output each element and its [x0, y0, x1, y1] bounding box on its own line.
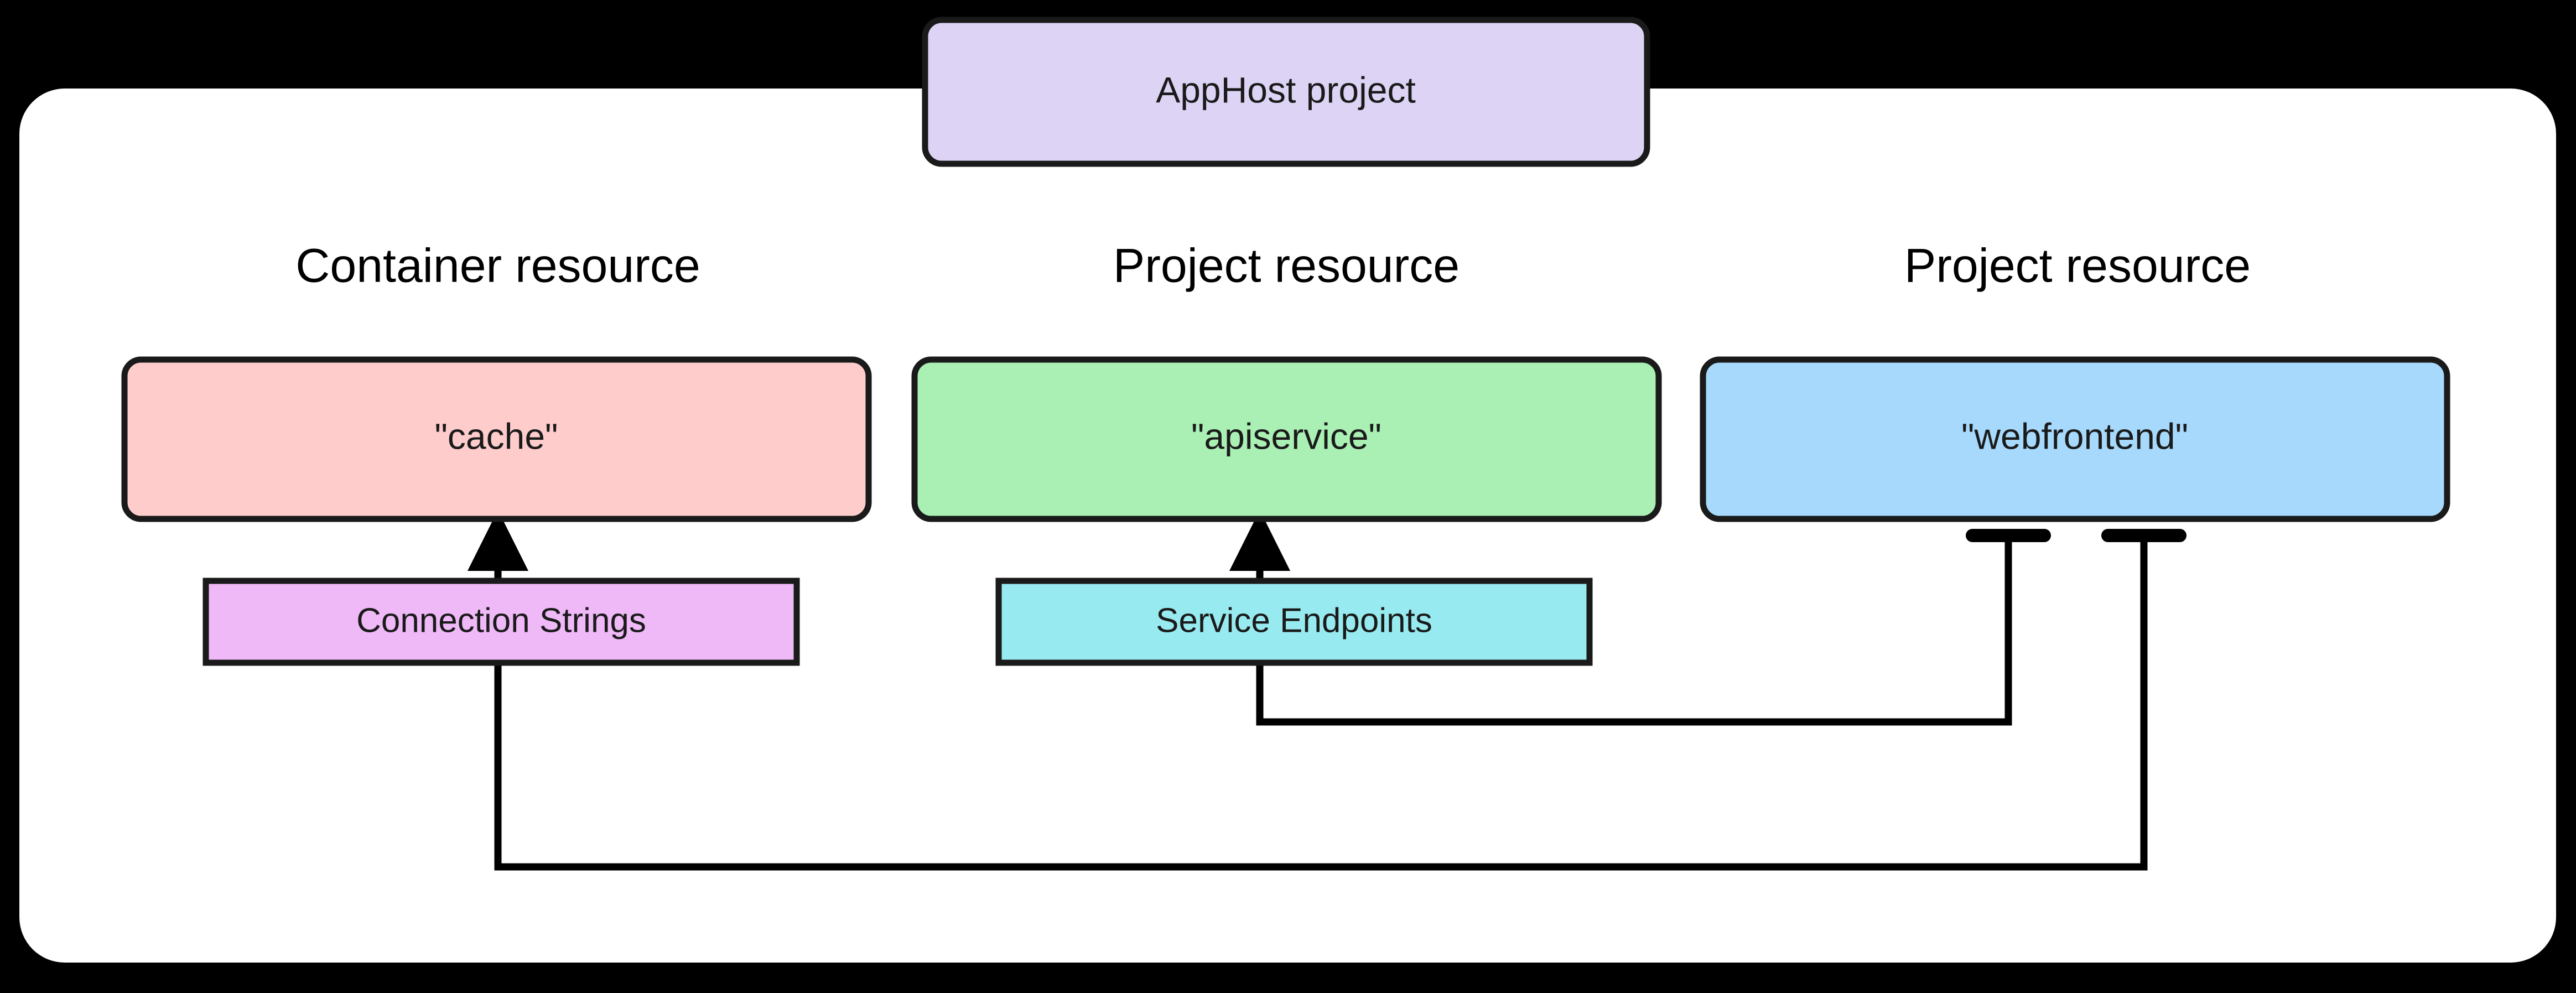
apphost-container-panel — [19, 89, 2556, 963]
edge-label-service-endpoints[interactable]: Service Endpoints — [995, 578, 1593, 666]
resource-node-apiservice-label: "apiservice" — [1191, 415, 1382, 456]
apphost-project-box[interactable] — [922, 17, 1650, 167]
resource-node-cache-box[interactable] — [121, 356, 872, 522]
resource-node-cache-label: "cache" — [435, 415, 558, 456]
column-heading-project-resource-web: Project resource — [1904, 240, 2251, 293]
resource-node-apiservice[interactable]: "apiservice" — [911, 356, 1662, 522]
edge-label-service-endpoints-box[interactable] — [995, 578, 1593, 666]
edge-label-connection-strings-box[interactable] — [202, 578, 800, 666]
connector-webfrontend-to-cache — [494, 539, 2148, 871]
arrowhead-into-apiservice — [1229, 510, 1290, 571]
column-heading-project-resource-api: Project resource — [1113, 240, 1460, 293]
arrowhead-into-cache — [468, 510, 528, 571]
edge-label-connection-strings-text: Connection Strings — [356, 601, 646, 640]
resource-node-apiservice-box[interactable] — [911, 356, 1662, 522]
apphost-project-label: AppHost project — [1156, 69, 1416, 110]
edge-label-connection-strings[interactable]: Connection Strings — [202, 578, 800, 666]
resource-node-webfrontend-label: "webfrontend" — [1961, 415, 2188, 456]
resource-node-webfrontend-box[interactable] — [1700, 356, 2450, 522]
edge-label-service-endpoints-text: Service Endpoints — [1156, 601, 1432, 640]
column-heading-container-resource: Container resource — [295, 240, 700, 293]
resource-node-cache[interactable]: "cache" — [121, 356, 872, 522]
apphost-project-node[interactable]: AppHost project — [922, 17, 1650, 167]
resource-node-webfrontend[interactable]: "webfrontend" — [1700, 356, 2450, 522]
